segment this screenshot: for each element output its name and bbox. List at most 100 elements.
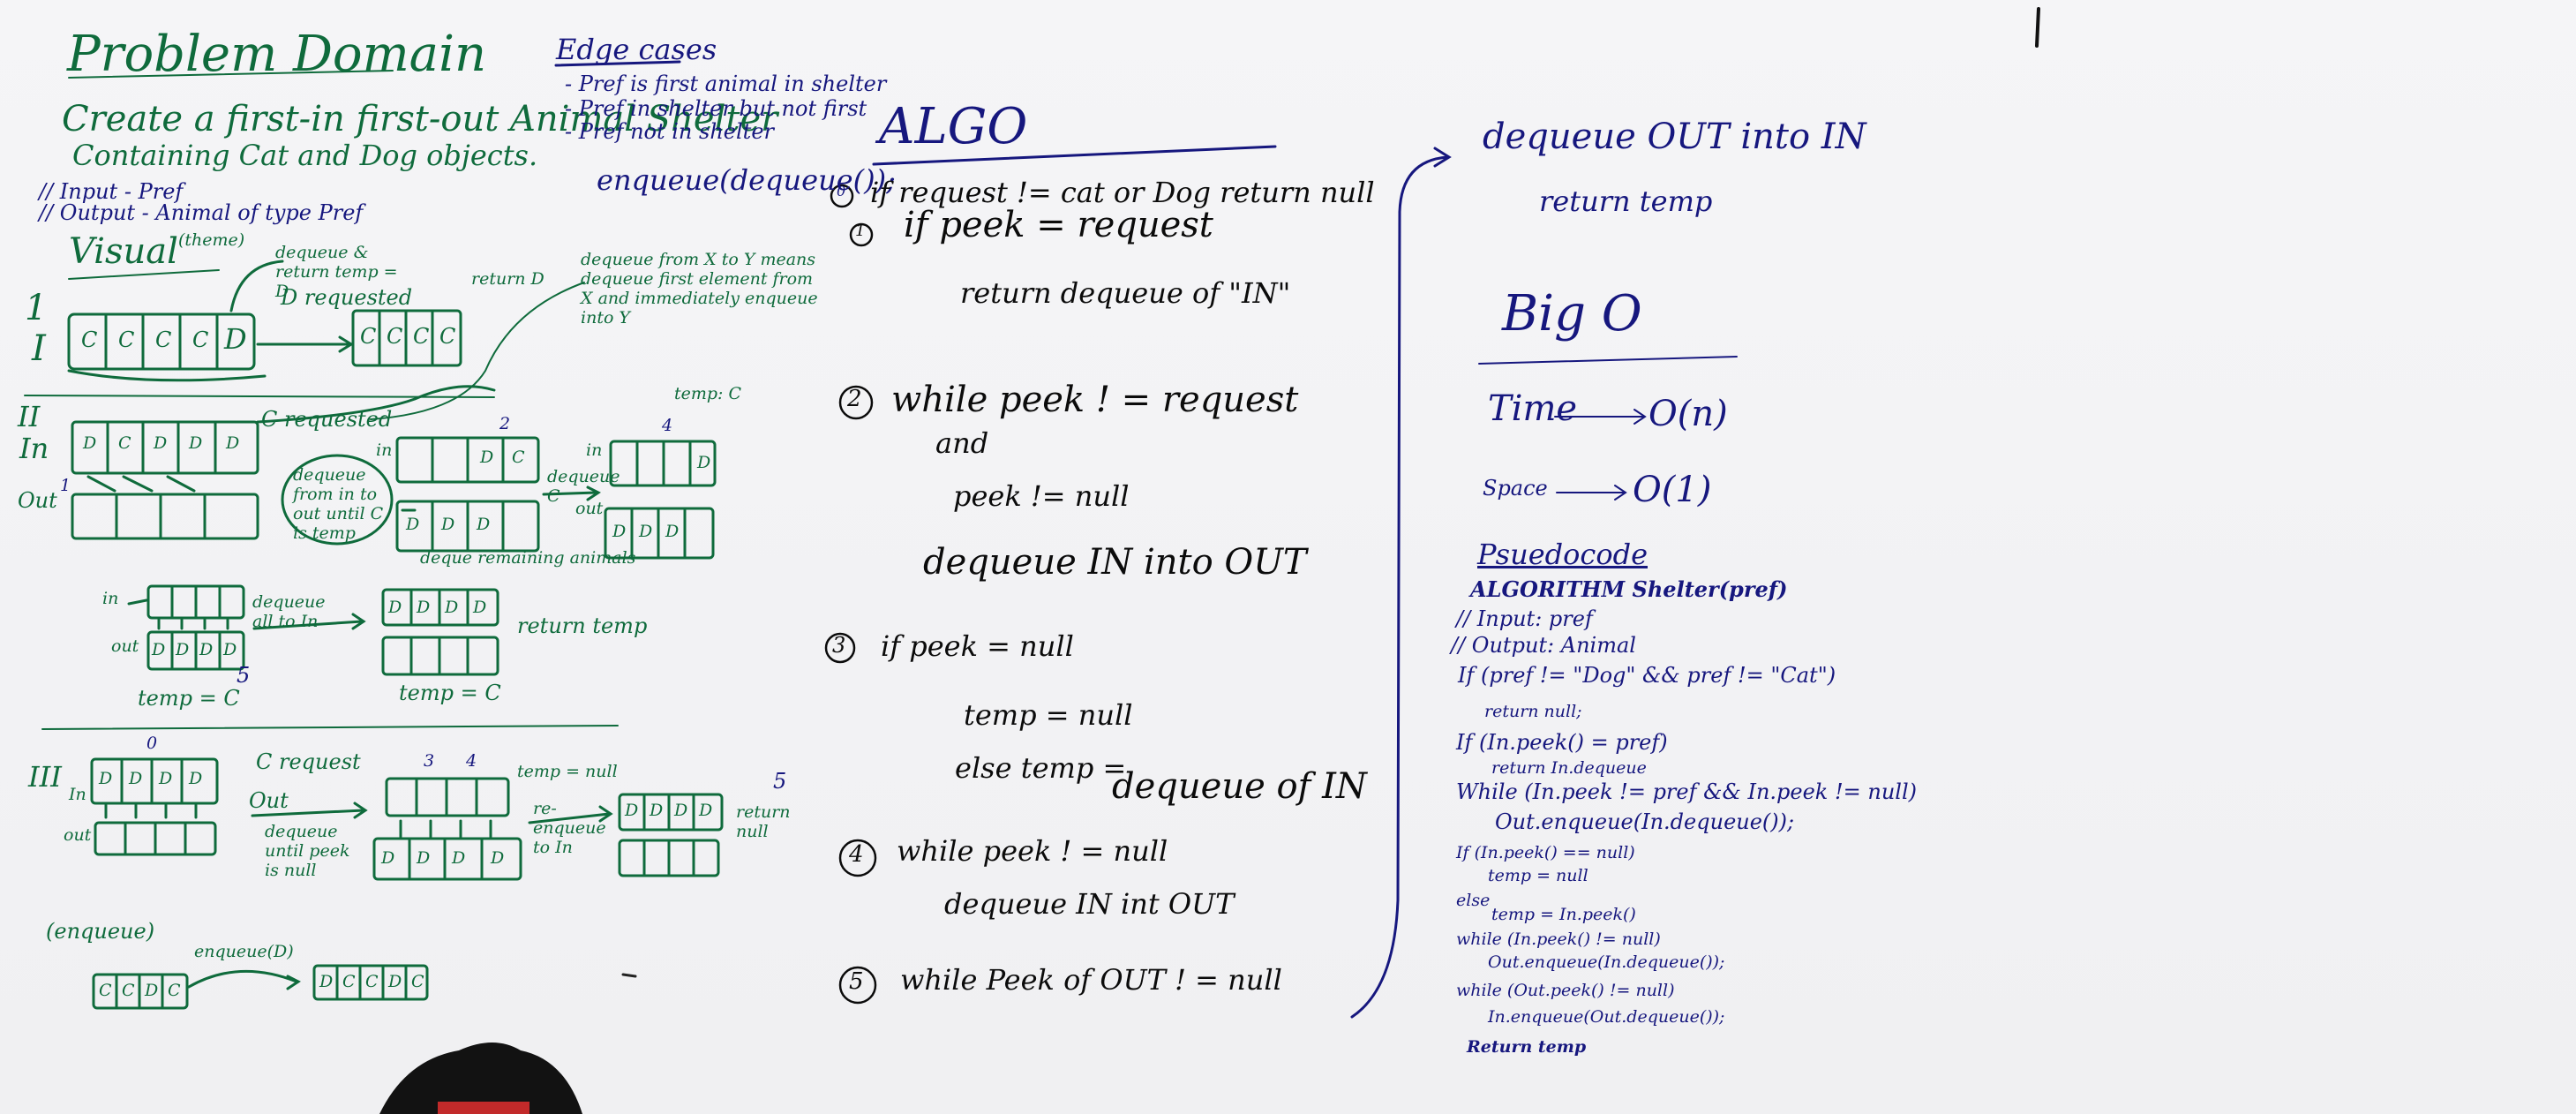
c-request-note: C request	[256, 749, 361, 774]
queue-cell: D	[445, 598, 459, 617]
queue-cell: C	[81, 327, 98, 352]
pseudocode-line: return null;	[1484, 702, 1582, 721]
queue-cell: C	[413, 324, 430, 349]
pseudocode-title: Psuedocode	[1477, 538, 1648, 571]
queue-cell: D	[388, 598, 402, 617]
marker: 0	[146, 734, 158, 753]
marker: 1	[25, 288, 48, 328]
algo-step: while peek ! = request	[891, 380, 1299, 420]
queue-cell: D	[388, 972, 402, 991]
algo-marker: 0	[837, 183, 846, 199]
edge-case-item: - Pref in shelter but not first	[565, 96, 867, 121]
queue-cell: D	[699, 801, 713, 820]
in-label: In	[69, 785, 86, 804]
temp-c-note: temp: C	[674, 384, 742, 403]
pseudocode-line: If (In.peek() == null)	[1456, 843, 1635, 862]
pseudocode-line: temp = In.peek()	[1491, 905, 1636, 924]
algo-title: ALGO	[879, 98, 1028, 155]
queue-cell: D	[441, 515, 455, 534]
queue-cell: D	[145, 981, 159, 1000]
return-temp-note: return temp	[517, 613, 648, 638]
algo-marker: 3	[832, 633, 846, 658]
temp-c-note: temp = C	[399, 681, 501, 705]
space-complexity: O(1)	[1633, 470, 1712, 510]
marker: 5	[237, 663, 251, 688]
marker: 1	[60, 476, 71, 495]
problem-domain-title: Problem Domain	[67, 26, 487, 83]
queue-cell: C	[342, 972, 356, 991]
algo-step: dequeue IN into OUT	[923, 542, 1307, 583]
queue-cell: C	[387, 324, 403, 349]
queue-cell: D	[473, 598, 487, 617]
queue-cell: D	[226, 433, 240, 453]
out-label: out	[575, 499, 604, 518]
queue-cell: D	[199, 640, 214, 659]
queue-cell: D	[189, 433, 203, 453]
pseudocode-line: // Input: pref	[1456, 606, 1593, 631]
queue-cell: D	[129, 769, 143, 788]
queue-cell: D	[152, 640, 166, 659]
algo-marker: 2	[847, 386, 862, 412]
marker: 4	[662, 416, 673, 435]
dequeue-c-note: dequeue C	[547, 467, 620, 506]
queue-cell: D	[650, 801, 664, 820]
queue-cell: C	[411, 972, 424, 991]
queue-cell: C	[118, 327, 135, 352]
queue-cell: D	[665, 522, 680, 541]
queue-cell: D	[189, 769, 203, 788]
d-requested-note: D requested	[281, 285, 413, 310]
queue-cell: C	[118, 433, 131, 453]
queue-cell: D	[83, 433, 97, 453]
roman-label: I	[32, 328, 46, 369]
queue-cell: D	[224, 322, 247, 356]
edge-case-item: - Pref is first animal in shelter	[565, 72, 887, 96]
queue-cell: C	[512, 448, 525, 467]
edge-cases-title: Edge cases	[556, 33, 717, 66]
pseudocode-line: // Output: Animal	[1451, 633, 1636, 658]
space-label: Space	[1483, 476, 1548, 501]
pseudocode-line: If (pref != "Dog" && pref != "Cat")	[1458, 663, 1836, 688]
time-label: Time	[1488, 388, 1578, 429]
queue-cell: D	[674, 801, 688, 820]
pseudocode-line: Return temp	[1467, 1037, 1587, 1057]
pseudocode-line: while (In.peek() != null)	[1456, 930, 1661, 949]
queue-cell: D	[477, 515, 491, 534]
visual-title: Visual	[69, 231, 178, 272]
in-label: in	[102, 589, 119, 608]
algo-step: dequeue OUT into IN	[1483, 117, 1866, 157]
queue-cell: D	[176, 640, 190, 659]
temp-null-note: temp = null	[517, 762, 618, 781]
pseudocode-line: return In.dequeue	[1491, 758, 1647, 778]
queue-cell: D	[154, 433, 168, 453]
enqueue-label: (enqueue)	[46, 919, 155, 944]
in-label: in	[586, 440, 603, 460]
algo-marker: 1	[855, 222, 866, 240]
out-label: Out	[18, 488, 57, 513]
dequeue-label: Out	[249, 788, 289, 813]
enqueue-dequeue-call: enqueue(dequeue());	[597, 163, 896, 197]
queue-cell: D	[406, 515, 420, 534]
queue-cell: D	[452, 848, 466, 868]
in-label: In	[19, 432, 49, 465]
queue-cell: D	[319, 972, 334, 991]
enqueue-d-note: enqueue(D)	[194, 942, 294, 961]
c-requested-note: C requested	[261, 407, 393, 432]
dequeue-explanation: dequeue from X to Y means dequeue first …	[581, 250, 818, 327]
marker: 2	[499, 414, 511, 433]
pseudocode-line: Out.enqueue(In.dequeue());	[1488, 952, 1725, 972]
queue-cell: C	[360, 324, 377, 349]
queue-cell: C	[439, 324, 456, 349]
algo-step: temp = null	[964, 698, 1133, 732]
queue-cell: D	[223, 640, 237, 659]
pseudocode-line: temp = null	[1488, 866, 1588, 885]
dequeue-return-note: dequeue & return temp = D	[275, 243, 398, 301]
problem-statement-line2: Containing Cat and Dog objects.	[72, 139, 538, 172]
queue-cell: C	[365, 972, 379, 991]
dequeue-until-note: dequeue until peek is null	[265, 822, 350, 880]
queue-cell: D	[417, 848, 431, 868]
queue-cell: D	[491, 848, 505, 868]
algo-step: while peek ! = null	[897, 834, 1168, 868]
queue-cell: C	[155, 327, 172, 352]
algo-step: if peek = null	[881, 629, 1074, 663]
